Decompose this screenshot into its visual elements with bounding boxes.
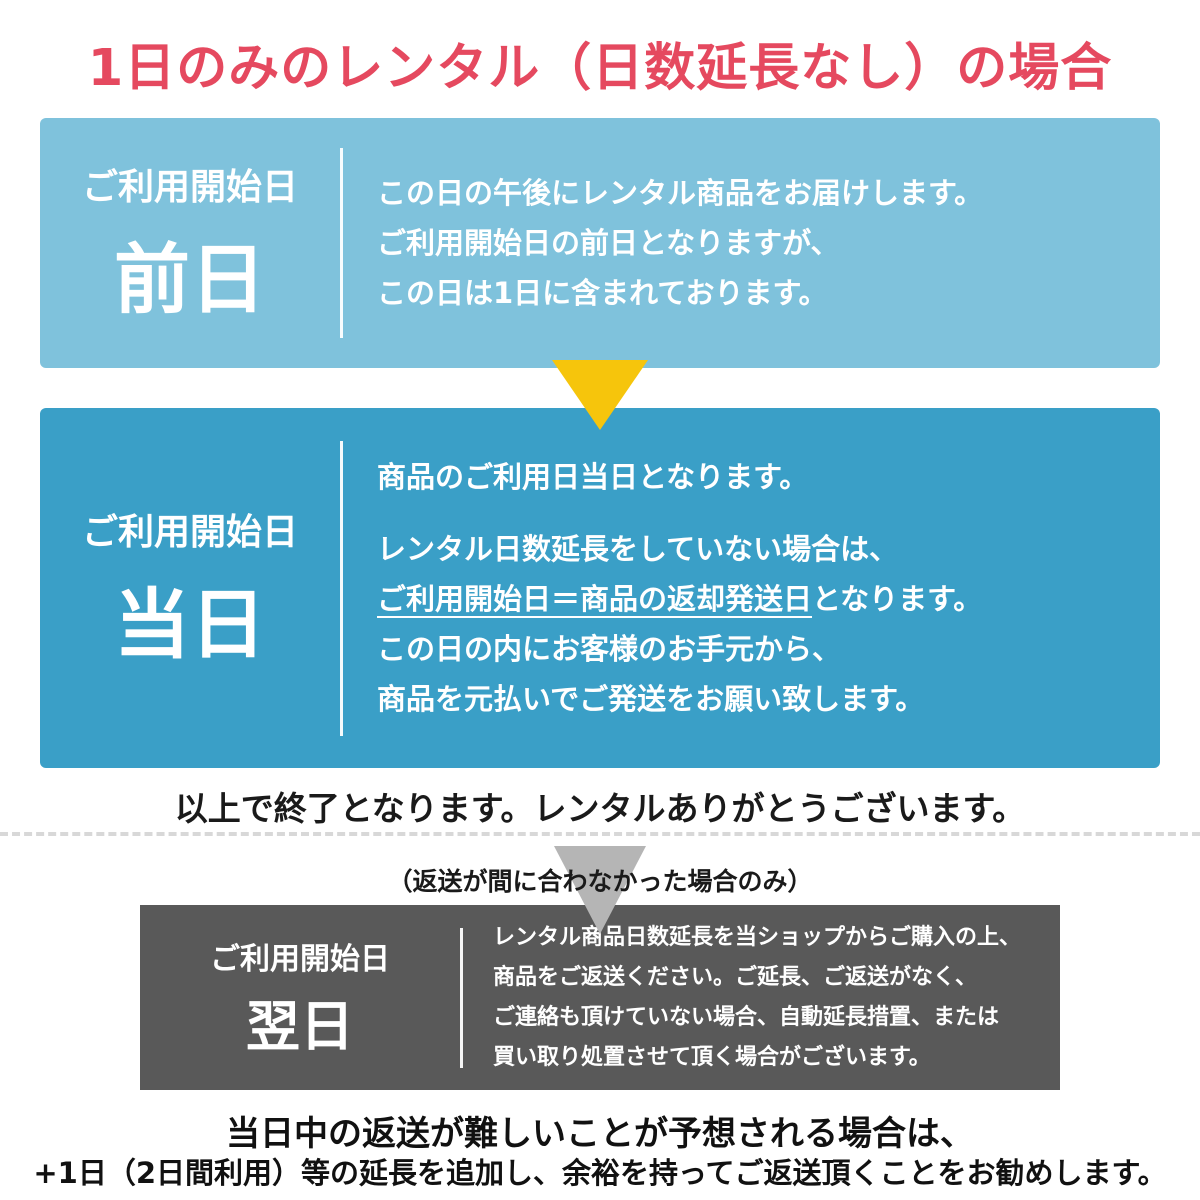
prev-day-text: この日の午後にレンタル商品をお届けします。 ご利用開始日の前日となりますが、 こ…	[343, 118, 1160, 368]
same-day-line: レンタル日数延長をしていない場合は、	[377, 532, 899, 566]
prev-day-label: ご利用開始日 前日	[40, 118, 340, 368]
closing-text: 以上で終了となります。レンタルありがとうございます。	[174, 789, 1026, 828]
next-day-text: レンタル商品日数延長を当ショップからご購入の上、 商品をご返送ください。ご延長、…	[463, 905, 1060, 1090]
prev-day-box: ご利用開始日 前日 この日の午後にレンタル商品をお届けします。 ご利用開始日の前…	[40, 118, 1160, 368]
next-day-line: ご連絡も頂けていない場合、自動延長措置、または	[493, 1004, 1000, 1030]
next-day-box: ご利用開始日 翌日 レンタル商品日数延長を当ショップからご購入の上、 商品をご返…	[140, 905, 1060, 1090]
same-day-line-rest: となります。	[812, 582, 983, 616]
prev-day-label-big: 前日	[114, 235, 266, 324]
late-return-note: （返送が間に合わなかった場合のみ）	[387, 867, 813, 896]
prev-day-label-top: ご利用開始日	[81, 167, 298, 208]
footer-line-2: +1日（2日間利用）等の延長を追加し、余裕を持ってご返送頂くことをお勧めします。	[33, 1156, 1167, 1190]
down-arrow-yellow-icon	[552, 360, 648, 430]
same-day-text: 商品のご利用日当日となります。 レンタル日数延長をしていない場合は、 ご利用開始…	[343, 408, 1160, 768]
divider-line	[340, 148, 343, 338]
underlined-text: ご利用開始日＝商品の返却発送日	[377, 582, 813, 616]
prev-day-line: ご利用開始日の前日となりますが、	[377, 226, 840, 260]
down-arrow-gray-icon	[554, 846, 646, 934]
dashed-divider	[0, 832, 1200, 836]
prev-day-line: この日は1日に含まれております。	[377, 276, 828, 310]
same-day-line: ご利用開始日＝商品の返却発送日となります。	[377, 574, 1150, 624]
same-day-line: 商品のご利用日当日となります。	[377, 460, 809, 494]
footer-line-1: 当日中の返送が難しいことが予想される場合は、	[226, 1114, 974, 1154]
divider-line	[340, 440, 343, 736]
page-title: 1日のみのレンタル（日数延長なし）の場合	[87, 39, 1113, 98]
same-day-line: この日の内にお客様のお手元から、	[377, 632, 842, 666]
next-day-line: 商品をご返送ください。ご延長、ご返送がなく、	[493, 964, 978, 990]
next-day-label: ご利用開始日 翌日	[140, 905, 460, 1090]
same-day-label-top: ご利用開始日	[81, 512, 298, 553]
text-spacer	[377, 502, 1150, 524]
next-day-line: 買い取り処置させて頂く場合がございます。	[493, 1044, 931, 1070]
same-day-line: 商品を元払いでご発送をお願い致します。	[377, 682, 925, 716]
same-day-label-big: 当日	[114, 580, 266, 669]
next-day-label-top: ご利用開始日	[210, 942, 390, 977]
prev-day-line: この日の午後にレンタル商品をお届けします。	[377, 176, 984, 210]
same-day-box: ご利用開始日 当日 商品のご利用日当日となります。 レンタル日数延長をしていない…	[40, 408, 1160, 768]
next-day-label-big: 翌日	[246, 995, 354, 1058]
divider-line	[460, 927, 463, 1068]
same-day-label: ご利用開始日 当日	[40, 408, 340, 768]
